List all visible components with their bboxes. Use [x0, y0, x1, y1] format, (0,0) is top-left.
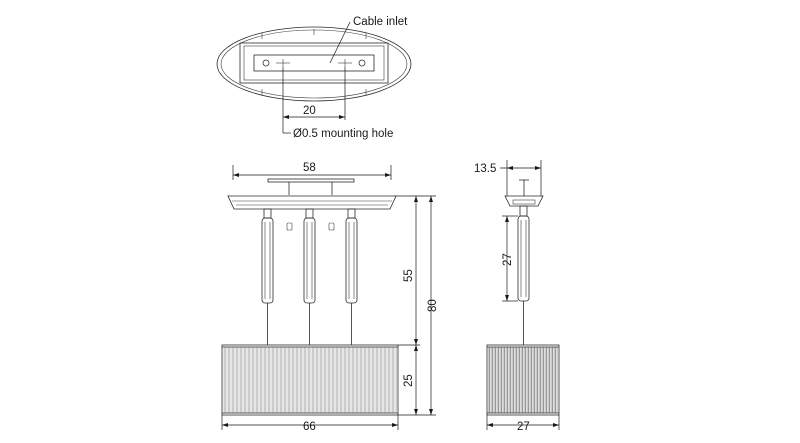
arrowhead: [505, 216, 509, 222]
mounting-hole-right: [358, 59, 366, 67]
dim-label-canopy-width: 58: [303, 162, 316, 174]
ceiling-bar: [267, 178, 355, 183]
dim-label-shade-width: 66: [303, 421, 316, 433]
cable-inlet-leader: [329, 21, 351, 64]
pleated-shade-side: [486, 344, 560, 416]
canopy-side-detail: [512, 199, 536, 205]
arrowhead: [392, 423, 398, 427]
arrowhead: [339, 115, 345, 119]
arrowhead: [429, 196, 433, 202]
canopy-outer-ellipse: [216, 26, 412, 102]
shade-pleats: [223, 347, 397, 413]
top-view: Cable inlet 20 Ø0.5 mounting hole: [216, 16, 412, 140]
clip: [328, 222, 335, 231]
crystal-rod-left: [261, 208, 274, 345]
arrowhead: [507, 166, 513, 170]
dim-label-side-shade-width: 27: [517, 421, 530, 433]
canopy-body: [227, 195, 397, 210]
crystal-rod-side: [517, 215, 530, 302]
pleated-shade: [221, 344, 399, 416]
rod-holder-side: [519, 205, 528, 217]
arrowhead: [414, 345, 418, 351]
side-view: 13.5 27 27: [474, 160, 560, 433]
mounting-hole-left: [262, 59, 270, 67]
arrowhead: [429, 409, 433, 415]
front-view: 58: [221, 162, 439, 433]
mounting-hole-label: Ø0.5 mounting hole: [293, 128, 393, 140]
dim-label-total-height: 80: [427, 299, 439, 312]
clip: [286, 222, 293, 231]
arrowhead: [487, 423, 493, 427]
canopy-inner-ellipse: [220, 29, 408, 99]
arrowhead: [283, 115, 289, 119]
arrowhead: [505, 295, 509, 301]
dim-label-side-rod-height: 27: [502, 253, 514, 266]
arrowhead: [535, 166, 541, 170]
canopy-side: [504, 195, 544, 207]
cable-inlet-label: Cable inlet: [353, 16, 408, 28]
arrowhead: [553, 423, 559, 427]
arrowhead: [414, 196, 418, 202]
dim-label-hole-spacing: 20: [303, 105, 316, 117]
mounting-bracket-inner: [243, 45, 385, 81]
crystal-rod-center: [303, 208, 316, 345]
crystal-rod-right: [345, 208, 358, 345]
arrowhead: [414, 409, 418, 415]
arrowhead: [233, 173, 239, 177]
shade-side-pleats: [488, 347, 558, 413]
arrowhead: [414, 339, 418, 345]
mounting-plate: [253, 54, 375, 72]
mounting-bracket-outline: [239, 42, 389, 84]
arrowhead: [385, 173, 391, 177]
dim-label-rod-height: 55: [403, 269, 415, 282]
dim-label-shade-height: 25: [403, 374, 415, 387]
arrowhead: [222, 423, 228, 427]
dim-label-side-canopy-width: 13.5: [474, 163, 496, 175]
